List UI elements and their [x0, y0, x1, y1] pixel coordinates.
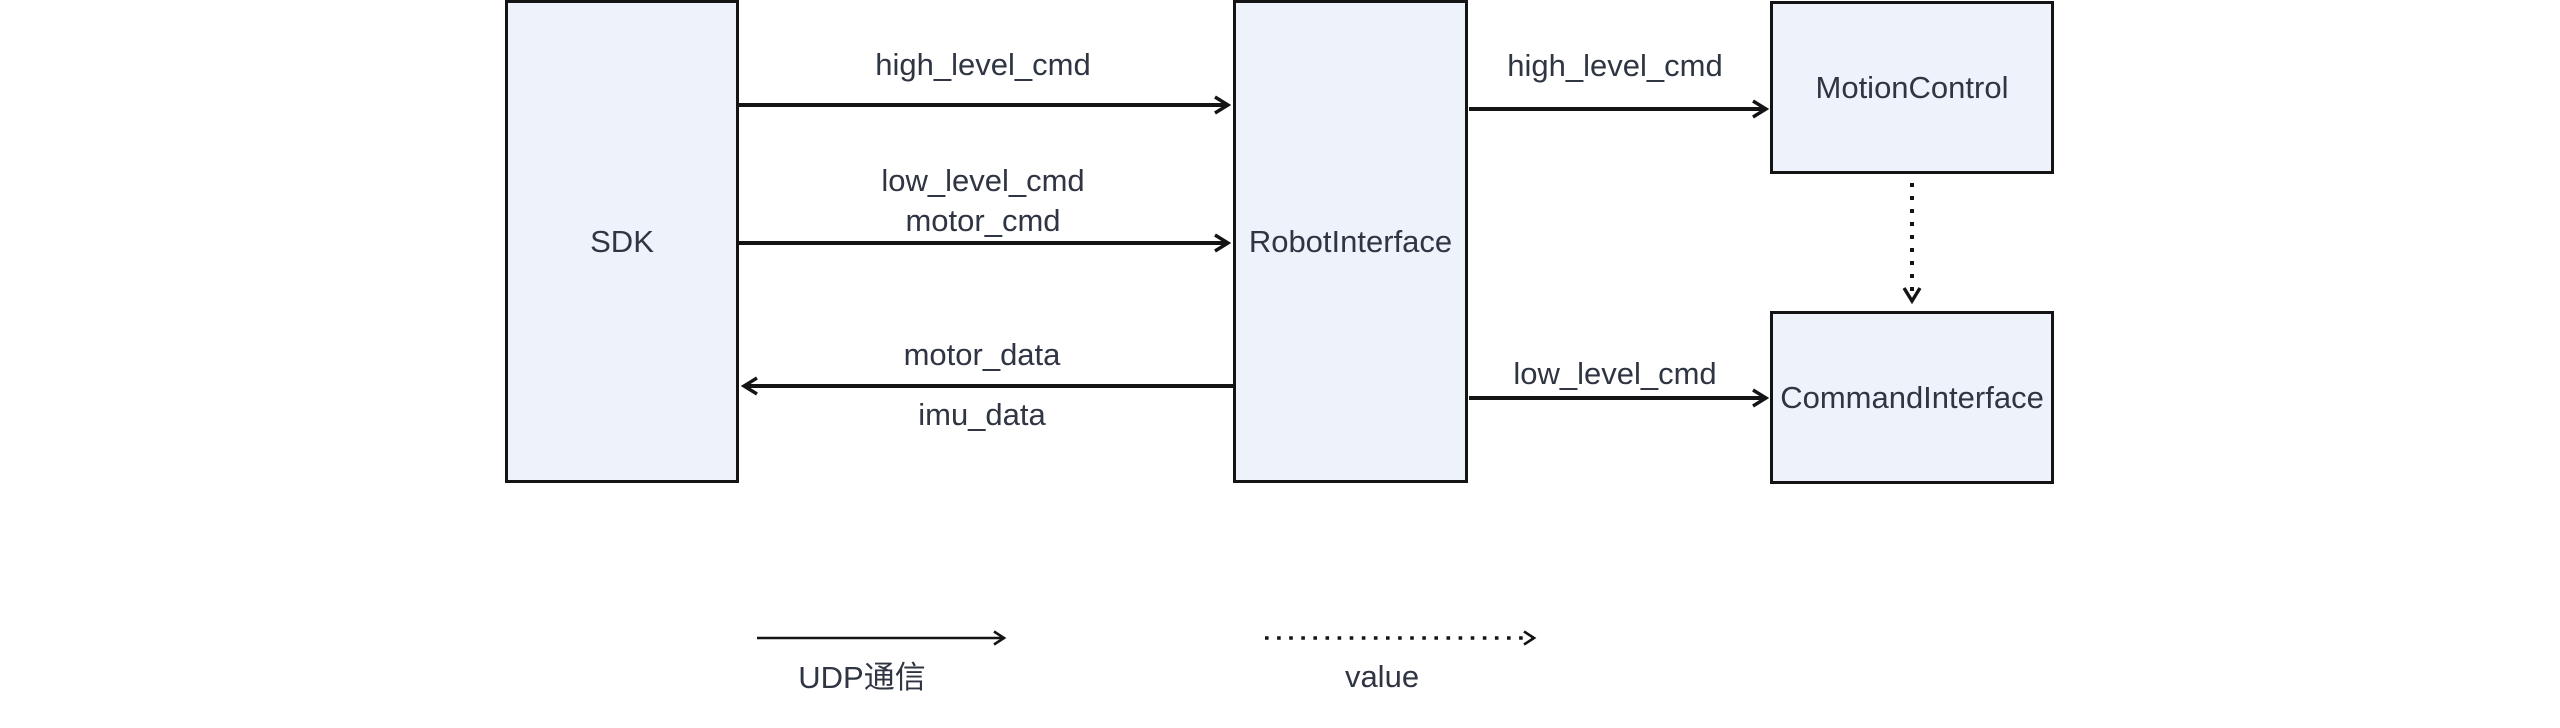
- edge-label-low-level-cmd-group: low_level_cmd motor_cmd: [881, 161, 1084, 241]
- legend-label-udp: UDP通信: [798, 660, 926, 695]
- edge-label-motor-data: motor_data: [903, 337, 1061, 372]
- legend-label-value: value: [1344, 659, 1420, 694]
- edge-label-imu-data: imu_data: [918, 397, 1046, 432]
- edge-label-high-level-cmd-left: high_level_cmd: [875, 47, 1091, 82]
- edge-label-high-level-cmd-right: high_level_cmd: [1507, 48, 1723, 83]
- node-robot-interface: RobotInterface: [1233, 0, 1468, 483]
- edge-label-motor-cmd: motor_cmd: [905, 203, 1061, 238]
- node-command-interface: CommandInterface: [1770, 311, 2054, 484]
- edge-label-low-level-cmd: low_level_cmd: [881, 163, 1085, 198]
- node-motion-control: MotionControl: [1770, 1, 2054, 174]
- edge-label-low-level-cmd-right: low_level_cmd: [1513, 356, 1717, 391]
- node-sdk: SDK: [505, 0, 739, 483]
